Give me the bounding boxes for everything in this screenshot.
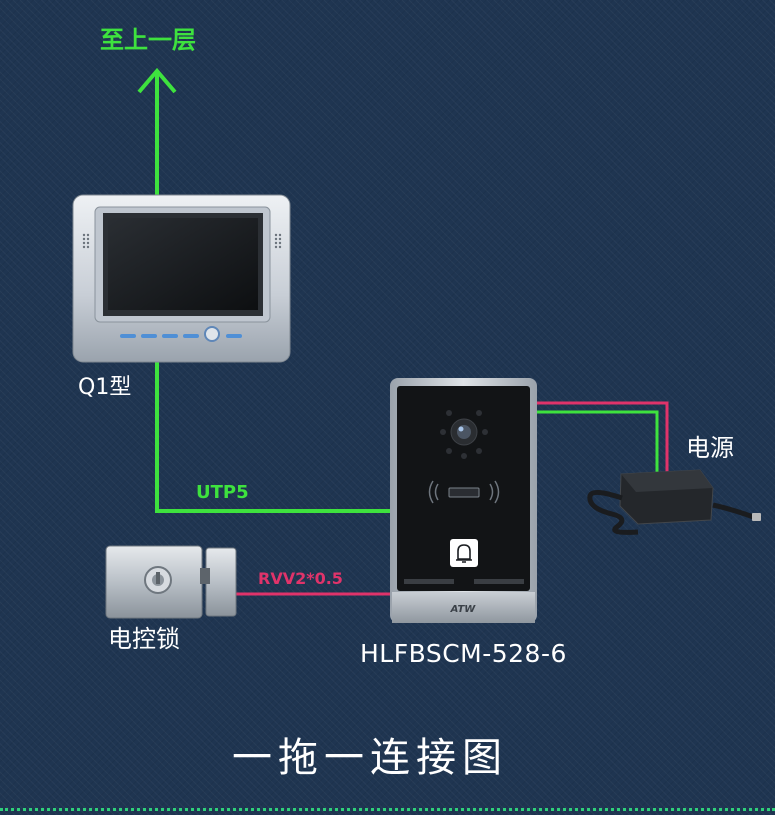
monitor-screen [108,218,258,310]
door-station-model-label: HLFBSCM-528-6 [360,639,567,668]
bottom-divider [0,808,775,811]
rfid-icon [448,487,480,498]
green-line-monitor-to-door [155,360,392,513]
pink-line-door-to-power [535,401,669,475]
bell-icon [456,544,472,563]
to-upper-floor-label: 至上一层 [100,26,196,54]
green-line-door-to-power [535,410,659,475]
lock-cable-label: RVV2*0.5 [258,569,343,588]
diagram-title: 一拖一连接图 [232,735,508,781]
monitor-center-button [204,326,220,342]
arrow-up-icon [137,67,177,94]
electric-lock-label: 电控锁 [108,625,180,653]
door-station-logo: ATW [450,604,477,615]
monitor-model-label: Q1型 [78,375,132,400]
monitor-button-row [120,334,242,338]
network-cable-label: UTP5 [196,482,249,503]
power-supply-label: 电源 [686,434,734,462]
